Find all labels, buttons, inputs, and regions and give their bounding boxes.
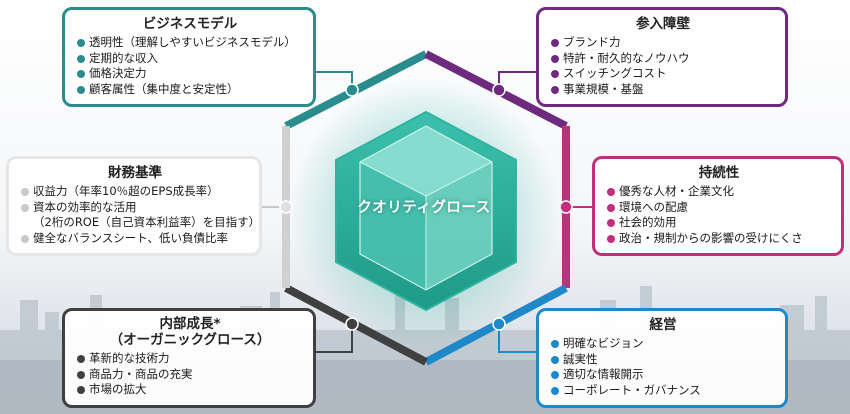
list-item: 資本の効率的な活用 — [21, 200, 249, 216]
bullet-icon — [77, 70, 85, 78]
bullet-icon — [607, 188, 615, 196]
list-item: 政治・規制からの影響の受けにくさ — [607, 231, 831, 247]
bullet-icon — [607, 219, 615, 227]
box-sustainability: 持続性 優秀な人材・企業文化 環境への配慮 社会的効用 政治・規制からの影響の受… — [592, 156, 844, 256]
box-financial: 財務基準 収益力（年率10％超のEPS成長率） 資本の効率的な活用 （2桁のRO… — [6, 156, 262, 256]
list-item: 社会的効用 — [607, 215, 831, 231]
bullet-icon — [551, 54, 559, 63]
bullet-icon — [77, 386, 85, 394]
list-item: 明確なビジョン — [551, 336, 775, 352]
list-item: 環境への配慮 — [607, 200, 831, 216]
bullet-icon — [551, 70, 559, 78]
bullet-icon — [21, 234, 29, 243]
box-management: 経営 明確なビジョン 誠実性 適切な情報開示 コーポレート・ガバナンス — [536, 308, 788, 408]
list-item: 透明性（理解しやすいビジネスモデル） — [77, 35, 303, 51]
bullet-icon — [551, 39, 559, 47]
box-title: 財務基準 — [108, 165, 162, 181]
list-item: ブランド力 — [551, 35, 775, 51]
box-organic-growth: 内部成長* （オーガニックグロース） 革新的な技術力 商品力・商品の充実 市場の… — [62, 308, 316, 408]
box-title: 内部成長* — [159, 316, 221, 332]
list-item: 商品力・商品の充実 — [77, 367, 303, 383]
box-title: ビジネスモデル — [142, 16, 238, 32]
box-business-model: ビジネスモデル 透明性（理解しやすいビジネスモデル） 定期的な収入 価格決定力 … — [62, 7, 316, 107]
list-item: 定期的な収入 — [77, 51, 303, 67]
box-title: 持続性 — [698, 165, 740, 181]
list-item: 価格決定力 — [77, 66, 303, 82]
bullet-icon — [77, 370, 85, 379]
list-item: 適切な情報開示 — [551, 367, 775, 383]
list-item-continuation: （2桁のROE（自己資本利益率）を目指す） — [33, 215, 261, 229]
bullet-icon — [607, 234, 615, 243]
center-label: クオリティグロース — [357, 200, 491, 216]
bullet-icon — [551, 85, 559, 94]
bullet-icon — [77, 355, 85, 363]
connector-dots — [279, 83, 573, 331]
list-item: 市場の拡大 — [77, 382, 303, 398]
list-item: 事業規模・基盤 — [551, 82, 775, 98]
quality-cube — [359, 125, 493, 291]
box-entry-barriers: 参入障壁 ブランド力 特許・耐久的なノウハウ スイッチングコスト 事業規模・基盤 — [536, 7, 788, 107]
list-item: 優秀な人材・企業文化 — [607, 184, 831, 200]
bullet-icon — [21, 203, 29, 212]
bullet-icon — [21, 188, 29, 196]
list-item: 収益力（年率10％超のEPS成長率） — [21, 184, 249, 200]
list-item: スイッチングコスト — [551, 66, 775, 82]
bullet-icon — [77, 39, 85, 47]
bullet-icon — [551, 355, 559, 364]
bullet-icon — [77, 85, 85, 94]
bullet-icon — [77, 54, 85, 63]
bullet-icon — [551, 386, 559, 395]
box-title: 参入障壁 — [636, 16, 690, 32]
box-title: 経営 — [649, 317, 677, 333]
list-item: 革新的な技術力 — [77, 351, 303, 367]
list-item: コーポレート・ガバナンス — [551, 383, 775, 399]
list-item: 顧客属性（集中度と安定性） — [77, 82, 303, 98]
list-item: 特許・耐久的なノウハウ — [551, 51, 775, 67]
bullet-icon — [607, 203, 615, 212]
list-item: 誠実性 — [551, 352, 775, 368]
list-item: 健全なバランスシート、低い負債比率 — [21, 231, 249, 247]
bullet-icon — [551, 371, 559, 379]
bullet-icon — [551, 340, 559, 348]
box-subtitle: （オーガニックグロース） — [109, 332, 271, 348]
